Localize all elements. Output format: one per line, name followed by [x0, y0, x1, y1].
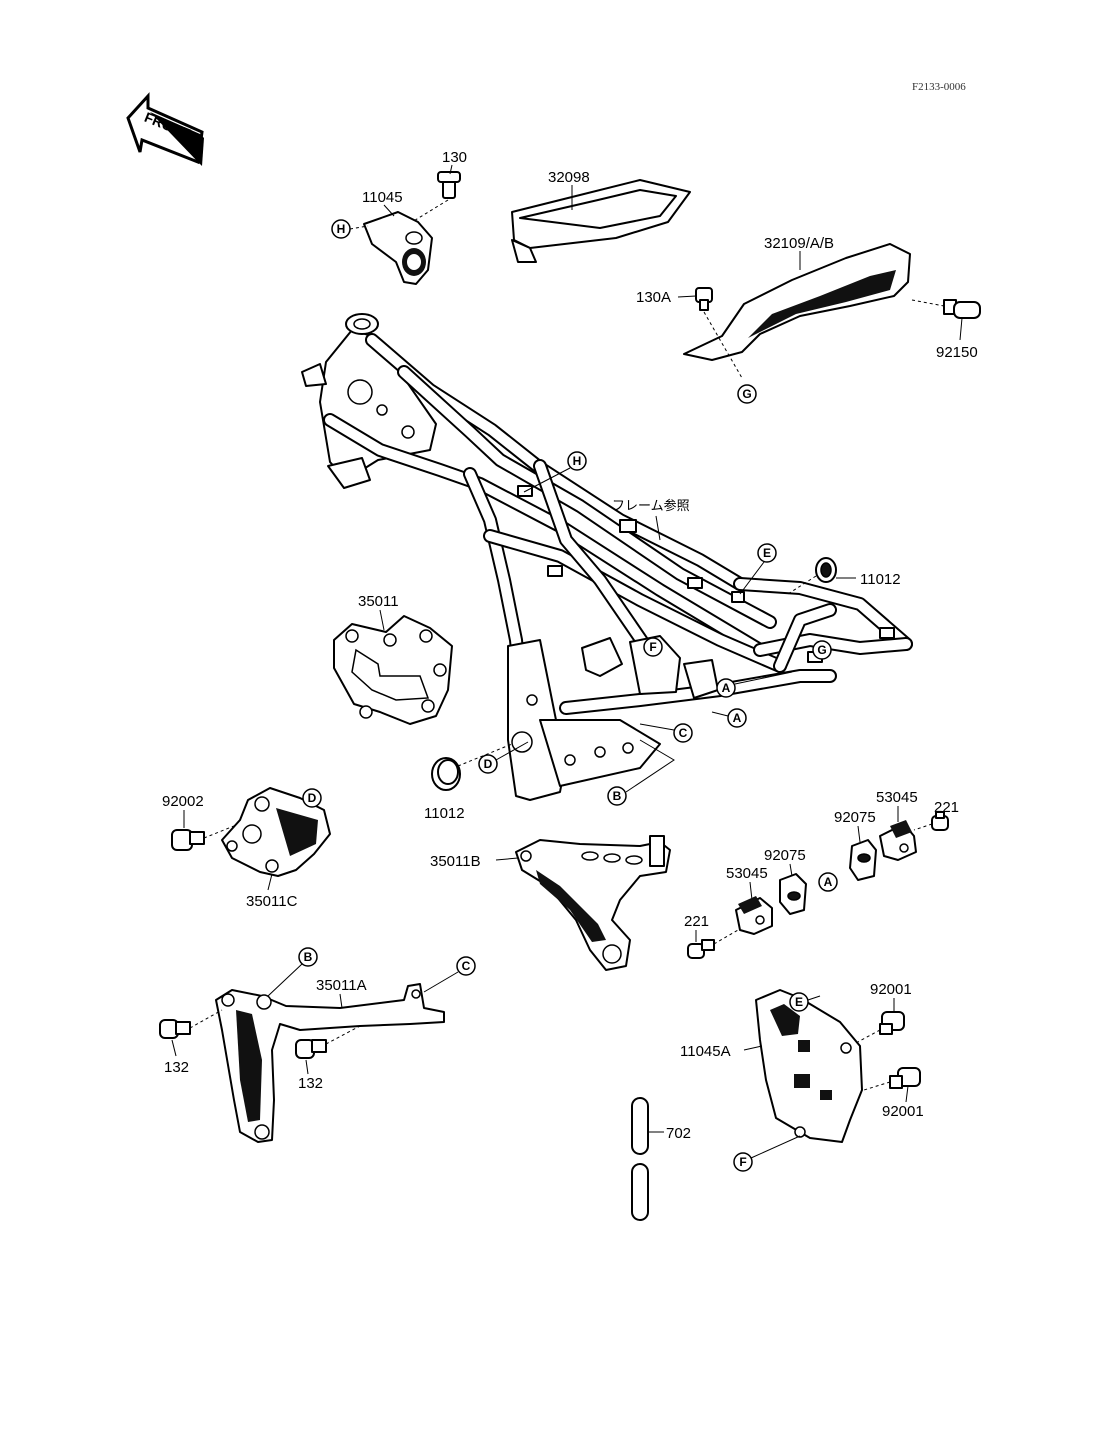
bracket-11045 — [363, 211, 433, 285]
footpeg-bracket-35011A — [215, 983, 445, 1143]
label-35011A: 35011A — [316, 977, 367, 994]
label-35011C: 35011C — [246, 893, 298, 910]
front-direction-arrow: FRONT — [126, 92, 204, 166]
bolt-92001-bottom — [863, 1067, 921, 1091]
bolt-92001-top — [853, 1011, 905, 1045]
bolt-130A — [695, 287, 743, 379]
label-11012-right: 11012 — [860, 571, 901, 588]
bolt-221-top — [913, 811, 949, 831]
label-221-top: 221 — [934, 799, 959, 816]
label-132-mid: 132 — [298, 1075, 323, 1092]
tube-702 — [631, 1097, 649, 1221]
label-132-left: 132 — [164, 1059, 189, 1076]
callout-C-lower: C — [462, 959, 471, 973]
clip-53045-top — [879, 820, 917, 861]
label-32109-a-b: 32109/A/B — [764, 235, 834, 252]
label-92075-top: 92075 — [834, 809, 876, 826]
label-92075-mid: 92075 — [764, 847, 806, 864]
frame-reference-note: フレーム参照 — [612, 498, 690, 514]
callout-D-left: D — [308, 791, 317, 805]
label-32098: 32098 — [548, 169, 590, 186]
callout-H-frame: H — [573, 454, 582, 468]
label-702: 702 — [666, 1125, 691, 1142]
label-92001-top: 92001 — [870, 981, 912, 998]
label-130: 130 — [442, 149, 467, 166]
label-11045: 11045 — [362, 189, 403, 206]
motorcycle-frame — [301, 313, 913, 801]
label-11012-left: 11012 — [424, 805, 465, 822]
cover-32098 — [511, 179, 691, 263]
callout-B-frame: B — [613, 789, 622, 803]
bolt-132-left — [159, 1009, 223, 1039]
label-35011B: 35011B — [430, 853, 481, 870]
label-53045-mid: 53045 — [726, 865, 768, 882]
bolt-132-mid — [295, 1025, 361, 1059]
callout-A-right: A — [824, 875, 833, 889]
callout-A-frame-1: A — [722, 681, 731, 695]
grommet-11012-left — [431, 743, 513, 791]
callout-G-frame: G — [817, 643, 826, 657]
label-35011: 35011 — [358, 593, 399, 610]
callout-B-lower: B — [304, 950, 313, 964]
callout-H-top: H — [337, 222, 346, 236]
footpeg-bracket-35011B — [515, 835, 671, 971]
callout-G-top: G — [742, 387, 751, 401]
damper-92075-top — [849, 839, 877, 881]
cover-plate-11045A — [755, 989, 863, 1143]
damper-92075-mid — [779, 873, 807, 915]
side-cover-32109 — [683, 243, 911, 361]
label-130A: 130A — [636, 289, 671, 306]
damper-92150 — [911, 299, 981, 319]
label-92001-bottom: 92001 — [882, 1103, 924, 1120]
grommet-11012-right — [787, 557, 837, 595]
callout-E-frame: E — [763, 546, 771, 560]
label-11045A: 11045A — [680, 1043, 731, 1060]
callout-A-frame-2: A — [733, 711, 742, 725]
bracket-plate-35011 — [333, 615, 453, 725]
bolt-221-bottom — [687, 929, 739, 959]
footpeg-bracket-35011C — [221, 787, 331, 877]
diagram-reference-code: F2133-0006 — [912, 81, 966, 93]
clip-53045-mid — [735, 896, 773, 935]
callout-D-frame: D — [484, 757, 493, 771]
callout-C-frame: C — [679, 726, 688, 740]
label-92150: 92150 — [936, 344, 978, 361]
bolt-130 — [411, 171, 461, 223]
callout-E-lower: E — [795, 995, 803, 1009]
callout-F-frame: F — [649, 640, 656, 654]
callout-F-lower: F — [739, 1155, 746, 1169]
label-53045-top: 53045 — [876, 789, 918, 806]
label-92002: 92002 — [162, 793, 204, 810]
label-221-bottom: 221 — [684, 913, 709, 930]
